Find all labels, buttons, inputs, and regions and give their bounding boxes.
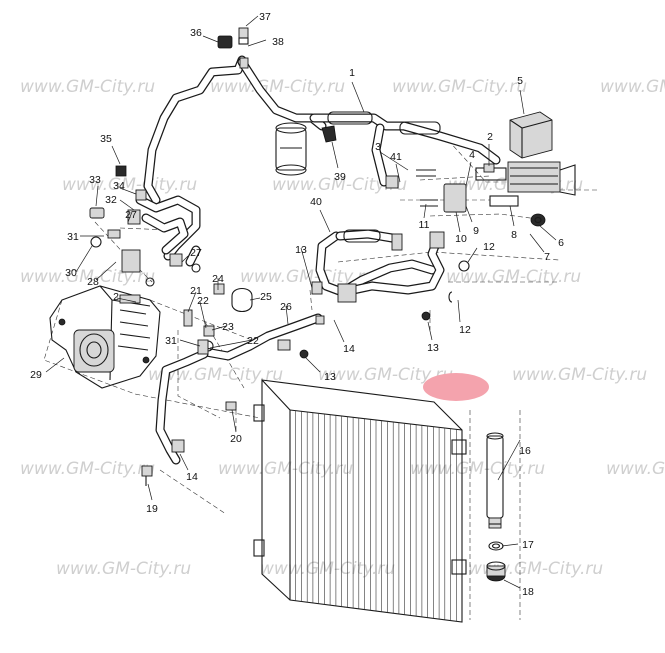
callout-label: 37 xyxy=(259,11,271,23)
hose-sleeves xyxy=(327,111,441,243)
callout-label: 29 xyxy=(30,369,42,381)
callout-label: 3 xyxy=(375,141,381,153)
condenser xyxy=(253,379,467,623)
watermark-text: www.GM-City.ru xyxy=(62,175,197,195)
callout-label: 21 xyxy=(190,285,202,297)
callout-label: 26 xyxy=(280,301,292,313)
watermark-text: www.GM-City.ru xyxy=(240,267,375,287)
watermark-text: www.GM-City.ru xyxy=(600,77,665,97)
fittings-and-clips xyxy=(89,27,495,486)
callout-label: 1 xyxy=(349,67,355,79)
watermark-text: www.GM-City.ru xyxy=(148,365,283,385)
callout-label: 23 xyxy=(222,321,234,333)
callout-label: 2 xyxy=(487,131,493,143)
callout-label: 35 xyxy=(100,133,112,145)
callout-label: 18 xyxy=(522,586,534,598)
callout-label: 19 xyxy=(146,503,158,515)
highlight-marker xyxy=(423,373,489,401)
watermark-text: www.GM-City.ru xyxy=(218,459,353,479)
callout-label: 34 xyxy=(113,180,125,192)
watermark-text: www.GM-City.ru xyxy=(20,267,155,287)
watermark-text: www.GM-City.ru xyxy=(318,365,453,385)
callout-leader-lines xyxy=(45,15,557,589)
condenser-fins xyxy=(295,410,457,622)
callout-label: 28 xyxy=(87,276,99,288)
callout-label: 36 xyxy=(190,27,202,39)
callout-labels: 1 2 2 3 4 5 6 7 8 9 10 11 12 12 13 13 13… xyxy=(30,11,564,598)
watermark-text: www.GM-City.ru xyxy=(56,559,191,579)
watermark-text: www.GM-City.ru xyxy=(392,77,527,97)
refrigerant-hoses xyxy=(135,55,501,465)
callout-label: 6 xyxy=(558,237,564,249)
watermark-text: www.GM-City.ru xyxy=(210,77,345,97)
callout-label: 5 xyxy=(517,75,523,87)
drier-cap-plug xyxy=(486,561,506,582)
watermark-layer: www.GM-City.ru www.GM-City.ru www.GM-City.… xyxy=(20,77,665,579)
callout-label: 22 xyxy=(247,335,259,347)
drier-o-ring xyxy=(488,541,504,551)
assembly-guide-lines xyxy=(43,139,600,620)
callout-label: 24 xyxy=(212,273,224,285)
callout-label: 40 xyxy=(310,196,322,208)
callout-label: 12 xyxy=(483,241,495,253)
callout-label: 13 xyxy=(324,371,336,383)
callout-label: 20 xyxy=(230,433,242,445)
receiver-drier xyxy=(486,432,504,529)
callout-label: 31 xyxy=(165,335,177,347)
callout-label: 2 xyxy=(113,291,119,303)
watermark-text: www.GM-City.ru xyxy=(20,77,155,97)
callout-label: 12 xyxy=(459,324,471,336)
callout-label: 13 xyxy=(427,342,439,354)
callout-label: 38 xyxy=(272,36,284,48)
expansion-valve-block xyxy=(475,161,576,207)
watermark-text: www.GM-City.ru xyxy=(272,175,407,195)
callout-label: 10 xyxy=(455,233,467,245)
seal-6 xyxy=(530,213,546,227)
callout-label: 25 xyxy=(260,291,272,303)
watermark-text: www.GM-City.ru xyxy=(606,459,665,479)
callout-label: 39 xyxy=(334,171,346,183)
callout-label: 32 xyxy=(105,194,117,206)
callout-label: 41 xyxy=(390,151,402,163)
callout-label: 33 xyxy=(89,174,101,186)
callout-label: 4 xyxy=(469,149,475,161)
callout-label: 14 xyxy=(186,471,198,483)
callout-label: 11 xyxy=(419,219,430,231)
ac-compressor xyxy=(49,285,161,389)
callout-label: 30 xyxy=(65,267,77,279)
callout-label: 14 xyxy=(343,343,355,355)
callout-label: 31 xyxy=(67,231,79,243)
callout-label: 7 xyxy=(544,251,550,263)
callout-label: 17 xyxy=(522,539,534,551)
accumulator xyxy=(275,122,307,176)
callout-label: 8 xyxy=(511,229,517,241)
callout-label: 27 xyxy=(125,209,137,221)
callout-label: 22 xyxy=(197,295,209,307)
callout-label: 16 xyxy=(519,445,531,457)
watermark-text: www.GM-City.ru xyxy=(410,459,545,479)
evaporator-cover xyxy=(509,111,553,159)
watermark-text: www.GM-City.ru xyxy=(260,559,395,579)
watermark-text: www.GM-City.ru xyxy=(512,365,647,385)
callout-label: 9 xyxy=(473,225,479,237)
callout-label: 27 xyxy=(190,247,202,259)
watermark-text: www.GM-City.ru xyxy=(20,459,155,479)
callout-label: 13 xyxy=(295,244,307,256)
